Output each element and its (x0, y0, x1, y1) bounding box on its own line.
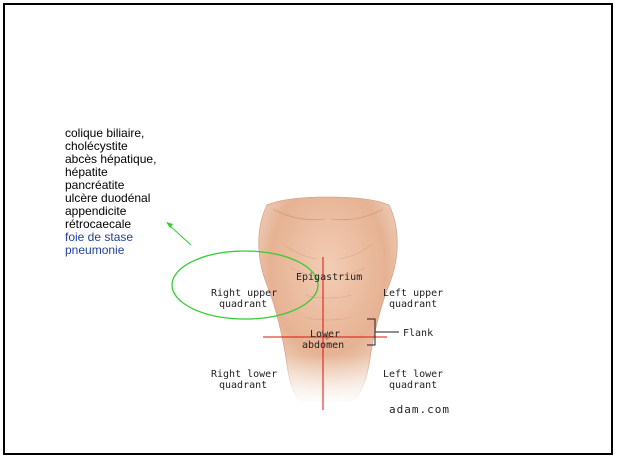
label-left-lower-1: Left lower (383, 369, 443, 380)
label-left-upper-2: quadrant (389, 299, 437, 310)
label-right-upper-2: quadrant (219, 299, 267, 310)
abdomen-quadrant-figure: Right upper quadrant Epigastrium Left up… (5, 5, 611, 453)
label-left-upper-1: Left upper (383, 288, 443, 299)
label-right-lower-2: quadrant (219, 380, 267, 391)
label-left-lower-2: quadrant (389, 380, 437, 391)
image-credit: adam.com (389, 403, 450, 416)
green-pointer-arrow (166, 222, 191, 245)
label-flank: Flank (403, 328, 433, 339)
label-right-upper-1: Right upper (211, 288, 277, 299)
label-epigastrium: Epigastrium (296, 272, 362, 283)
slide: colique biliaire, cholécystite abcès hép… (3, 3, 613, 455)
label-right-lower-1: Right lower (211, 369, 277, 380)
label-lower-2: abdomen (302, 340, 344, 351)
label-lower-1: Lower (310, 329, 340, 340)
